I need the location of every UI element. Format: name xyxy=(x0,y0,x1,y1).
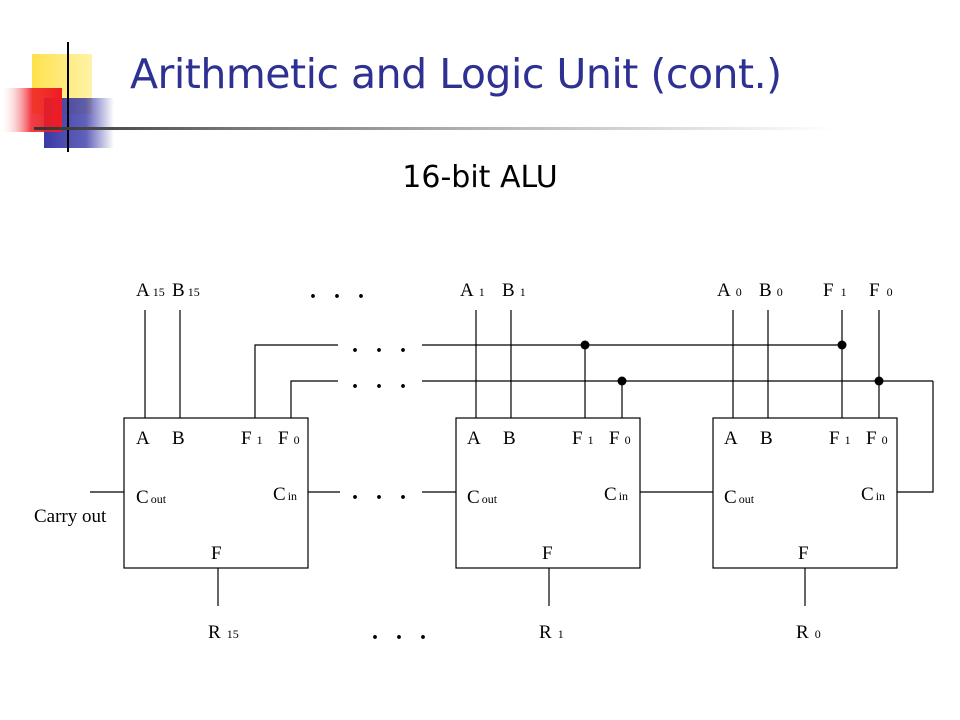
port-a: A xyxy=(136,428,150,449)
title-rule xyxy=(34,127,834,130)
ellipsis-outputs: . . . xyxy=(372,619,432,645)
diagram-subtitle: 16-bit ALU xyxy=(402,160,558,195)
junction-f1-slice1 xyxy=(580,340,590,350)
port-f: F xyxy=(542,543,553,564)
ellipsis-f0-bus: . . . xyxy=(352,368,412,394)
carry-in-loop xyxy=(897,381,934,493)
port-f: F xyxy=(211,543,222,564)
f1-bus-slice15 xyxy=(254,344,338,418)
port-b: B xyxy=(172,428,185,449)
f0-bus-slice15 xyxy=(290,380,338,418)
junction-f0-slice0 xyxy=(874,376,884,386)
ellipsis-inputs: . . . xyxy=(310,278,370,304)
port-b: B xyxy=(503,428,516,449)
ellipsis-carry: . . . xyxy=(352,479,412,505)
port-f: F xyxy=(798,543,809,564)
port-b: B xyxy=(760,428,773,449)
ellipsis-f1-bus: . . . xyxy=(352,332,412,358)
alu-slice-15 xyxy=(123,417,309,569)
slide-title: Arithmetic and Logic Unit (cont.) xyxy=(130,50,782,98)
alu-slice-1 xyxy=(455,417,641,569)
carry-out-label: Carry out xyxy=(34,506,107,527)
junction-f0-slice1 xyxy=(617,376,627,386)
junction-f1-slice0 xyxy=(837,340,847,350)
port-a: A xyxy=(467,428,481,449)
deco-red-bar xyxy=(0,88,62,132)
title-decoration xyxy=(0,42,114,152)
port-a: A xyxy=(724,428,738,449)
